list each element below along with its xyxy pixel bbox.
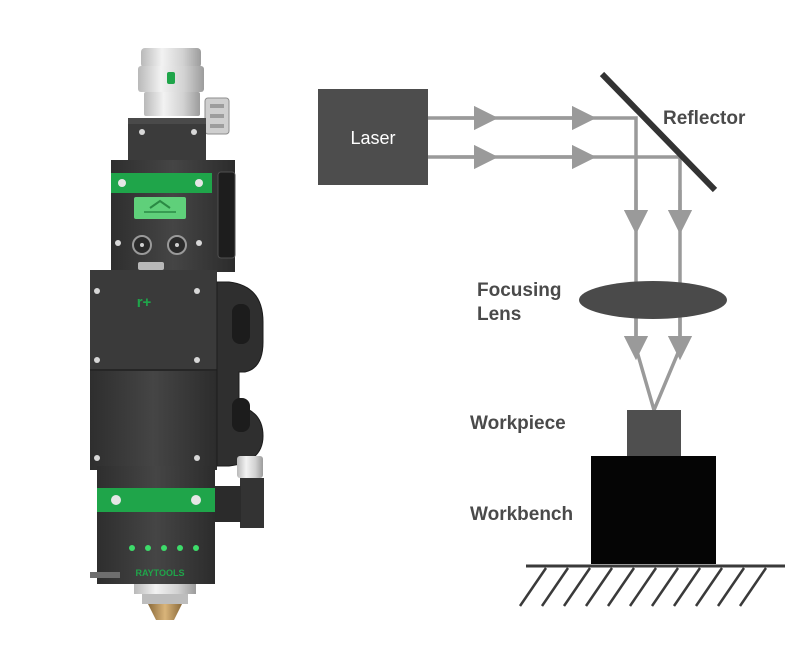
- beam-lower: [428, 155, 682, 348]
- status-led: [129, 545, 135, 551]
- ground-hatch-line: [672, 567, 702, 607]
- ground-hatch-line: [738, 567, 768, 607]
- optical-diagram: Laser Reflector Focusing Lens Workpiece …: [318, 71, 785, 607]
- workpiece-label: Workpiece: [470, 413, 566, 434]
- status-display: [134, 197, 186, 219]
- ground-hatch-line: [716, 567, 746, 607]
- ground-hatch-line: [518, 567, 548, 607]
- ground-hatch-line: [628, 567, 658, 607]
- led-row: [129, 545, 199, 551]
- status-led: [145, 545, 151, 551]
- collimator-block: [128, 118, 206, 166]
- green-band-upper: [111, 173, 212, 193]
- ground-hatch-line: [584, 567, 614, 607]
- status-led: [177, 545, 183, 551]
- workpiece-block: [627, 410, 681, 456]
- brand-logo: r+: [137, 294, 152, 311]
- brand-name: RAYTOOLS: [135, 568, 184, 578]
- nozzle-tip: [148, 604, 182, 620]
- reflector-label: Reflector: [663, 108, 746, 129]
- ground-hatch-line: [650, 567, 680, 607]
- reflector-mirror: [599, 71, 718, 193]
- ground-hatch-line: [562, 567, 592, 607]
- ground-hatching: [518, 567, 768, 607]
- ground-hatch-line: [606, 567, 636, 607]
- nozzle-collar: [134, 584, 196, 594]
- laser-cutting-head: r+ RAYTOOLS: [90, 48, 264, 620]
- workbench-block: [591, 456, 716, 564]
- laser-beams: [428, 105, 693, 416]
- focused-beam: [634, 347, 682, 416]
- lower-body: [97, 466, 215, 584]
- side-bracket: [216, 281, 264, 467]
- ground-hatch-line: [694, 567, 724, 607]
- focusing-lens: [579, 281, 727, 319]
- focusing-label-line1: Focusing: [477, 280, 561, 301]
- status-led: [161, 545, 167, 551]
- ground-hatch-line: [540, 567, 570, 607]
- status-led: [193, 545, 199, 551]
- workbench-label: Workbench: [470, 504, 573, 525]
- fiber-connector: [138, 48, 230, 135]
- laser-source-box: [318, 89, 428, 185]
- laser-label: Laser: [350, 128, 395, 148]
- focusing-label-line2: Lens: [477, 304, 521, 325]
